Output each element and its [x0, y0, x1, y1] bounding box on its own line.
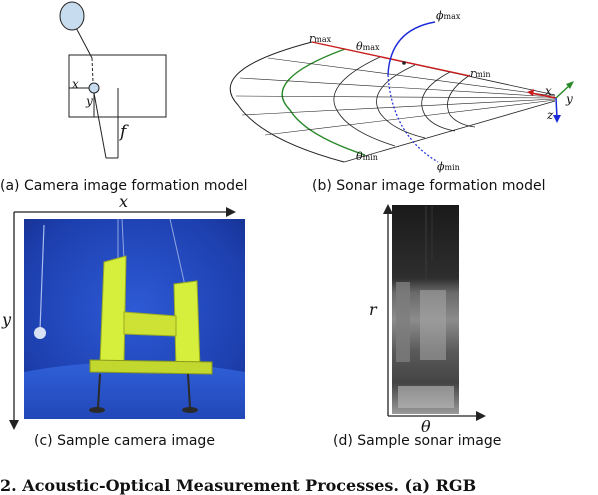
- label-y: y: [86, 94, 93, 108]
- label-phi-max: ϕmax: [436, 9, 461, 22]
- label-theta-min: θmin: [356, 150, 378, 163]
- label-phi-min: ϕmin: [437, 160, 460, 173]
- label-x: x: [72, 77, 79, 91]
- camera-axis-x-label: x: [119, 192, 129, 211]
- label-sonar-z: z: [547, 108, 554, 122]
- label-r-min: rmin: [470, 67, 491, 80]
- caption-d: (d) Sample sonar image: [333, 433, 502, 449]
- elevation-arc-max: [387, 21, 436, 76]
- label-sonar-y: y: [566, 92, 573, 106]
- object-sphere: [59, 1, 85, 31]
- elevation-arc-min: [387, 74, 439, 163]
- camera-axis-y-label: y: [2, 310, 12, 329]
- label-sonar-x: x: [545, 84, 552, 98]
- sonar-axis-theta-label: θ: [421, 417, 431, 436]
- label-r-max: rmax: [309, 32, 332, 45]
- caption-c: (c) Sample camera image: [34, 433, 215, 449]
- caption-a: (a) Camera image formation model: [0, 178, 248, 194]
- label-theta-max: θmax: [356, 40, 380, 53]
- caption-b: (b) Sonar image formation model: [312, 178, 546, 194]
- green-range-arc: [281, 48, 366, 156]
- sonar-axis-r-label: r: [369, 300, 377, 319]
- label-f: f: [120, 122, 127, 142]
